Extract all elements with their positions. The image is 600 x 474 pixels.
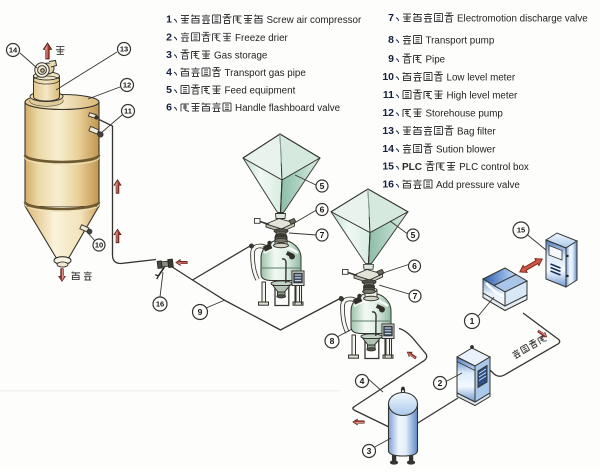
- svg-text:1: 1: [166, 14, 172, 26]
- svg-text:Low level meter: Low level meter: [447, 73, 516, 84]
- svg-text:10: 10: [95, 241, 103, 250]
- svg-text:12: 12: [382, 107, 394, 119]
- svg-text:4: 4: [360, 376, 365, 386]
- svg-text:High level meter: High level meter: [447, 91, 519, 102]
- svg-text:13: 13: [120, 45, 128, 54]
- svg-text:12: 12: [123, 81, 131, 90]
- svg-text:Add pressure valve: Add pressure valve: [436, 180, 520, 191]
- svg-text:Freeze drier: Freeze drier: [235, 33, 289, 44]
- svg-text:5: 5: [320, 181, 325, 191]
- svg-text:3: 3: [166, 49, 172, 61]
- svg-text:5: 5: [166, 84, 172, 96]
- svg-text:Electromotion discharge valve: Electromotion discharge valve: [457, 14, 588, 25]
- svg-text:7: 7: [413, 291, 418, 301]
- svg-text:Sution blower: Sution blower: [436, 145, 496, 156]
- svg-text:Gas storage: Gas storage: [214, 51, 268, 62]
- svg-text:6: 6: [320, 205, 325, 215]
- svg-text:1: 1: [470, 316, 475, 326]
- svg-text:13: 13: [382, 125, 394, 137]
- svg-text:6: 6: [166, 102, 172, 114]
- svg-text:PLC control box: PLC control box: [459, 162, 529, 173]
- svg-text:14: 14: [9, 46, 18, 55]
- svg-text:5: 5: [411, 230, 416, 240]
- svg-text:6: 6: [412, 261, 417, 271]
- svg-text:Screw air compressor: Screw air compressor: [267, 15, 362, 26]
- svg-text:11: 11: [383, 89, 394, 101]
- svg-text:16: 16: [382, 179, 394, 191]
- svg-text:11: 11: [124, 107, 132, 116]
- svg-text:Pipe: Pipe: [426, 55, 446, 66]
- svg-text:Handle flashboard valve: Handle flashboard valve: [235, 103, 341, 114]
- svg-text:8: 8: [388, 34, 394, 46]
- svg-text:15: 15: [382, 161, 394, 173]
- svg-text:9: 9: [388, 53, 394, 65]
- svg-text:Bag filter: Bag filter: [457, 127, 496, 138]
- svg-text:7: 7: [388, 12, 394, 24]
- svg-text:3: 3: [367, 446, 372, 456]
- svg-text:9: 9: [198, 307, 203, 317]
- svg-text:PLC: PLC: [402, 162, 422, 173]
- svg-text:2: 2: [438, 378, 443, 388]
- svg-text:10: 10: [382, 71, 394, 83]
- svg-text:8: 8: [330, 336, 335, 346]
- svg-text:14: 14: [382, 143, 394, 155]
- svg-text:4: 4: [166, 67, 172, 79]
- svg-text:7: 7: [320, 230, 325, 240]
- svg-text:2: 2: [166, 31, 172, 43]
- svg-text:Transport gas pipe: Transport gas pipe: [225, 68, 307, 79]
- svg-text:15: 15: [517, 226, 525, 235]
- svg-text:16: 16: [156, 300, 164, 309]
- svg-text:Storehouse pump: Storehouse pump: [426, 109, 504, 120]
- svg-text:Feed equipment: Feed equipment: [225, 86, 296, 97]
- svg-text:Transport pump: Transport pump: [426, 36, 495, 47]
